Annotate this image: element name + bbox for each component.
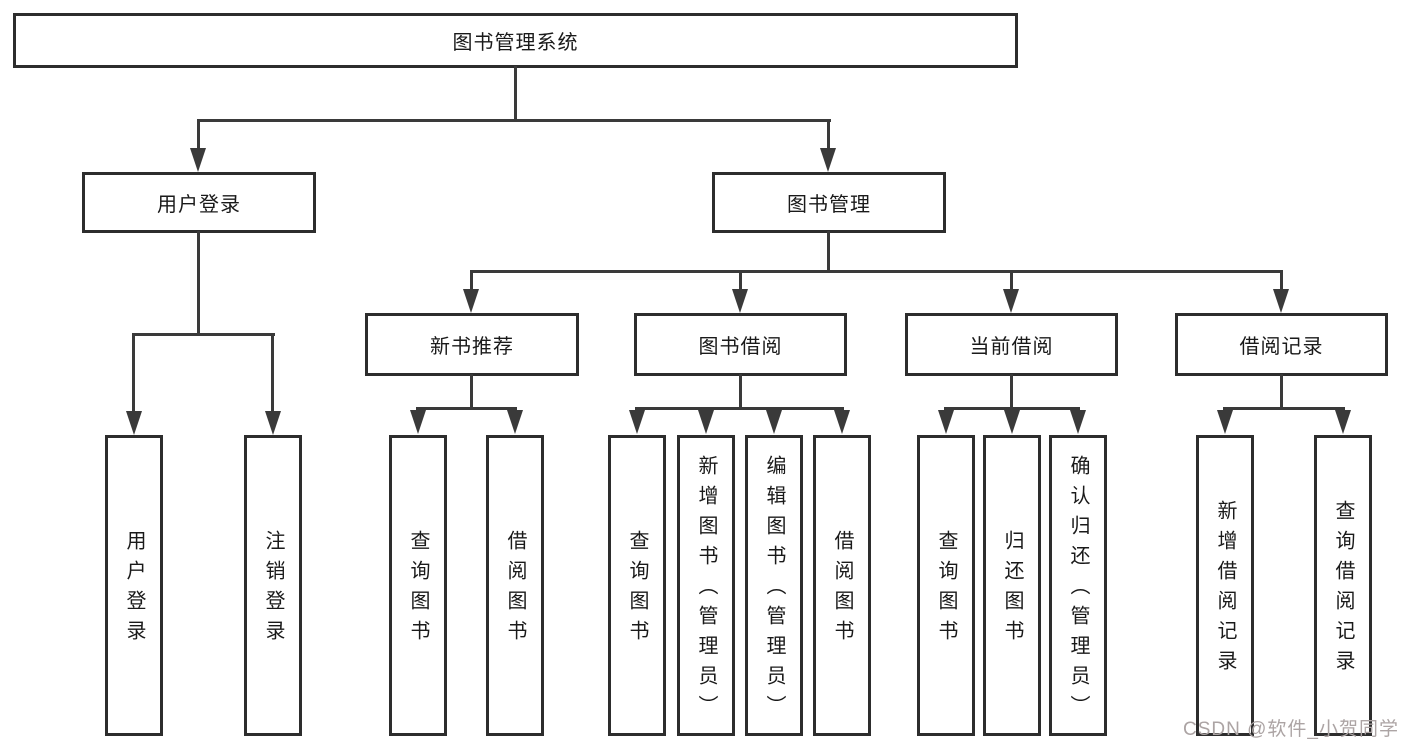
node-leaf-label: 借阅图书 <box>831 529 853 650</box>
connector-mgmt-drop-3 <box>1010 270 1013 291</box>
csdn-watermark: CSDN @软件_小贺同学 <box>1183 719 1399 740</box>
arrow-down-icon <box>463 289 479 313</box>
connector-login-drop-1 <box>132 333 135 413</box>
node-current-borrow-label: 当前借阅 <box>969 336 1054 358</box>
connector-root-drop-right <box>827 119 830 151</box>
arrow-down-icon <box>732 289 748 313</box>
connector-g3-bar <box>1223 407 1345 410</box>
arrow-down-icon <box>938 410 954 434</box>
connector-g2-stem <box>1010 374 1013 410</box>
arrow-down-icon <box>190 148 206 172</box>
node-leaf-query-books-1: 查询图书 <box>389 435 447 736</box>
connector-login-bar <box>132 333 275 336</box>
connector-root-drop-left <box>197 119 200 151</box>
node-root-label: 图书管理系统 <box>452 32 579 54</box>
node-borrow-records-label: 借阅记录 <box>1239 336 1324 358</box>
node-leaf-edit-books-admin: 编辑图书（管理员） <box>745 435 803 736</box>
connector-g3-stem <box>1280 374 1283 410</box>
arrow-down-icon <box>629 410 645 434</box>
node-root: 图书管理系统 <box>13 13 1018 68</box>
node-leaf-user-login: 用户登录 <box>105 435 163 736</box>
connector-g1-stem <box>739 374 742 410</box>
node-user-login: 用户登录 <box>82 172 316 233</box>
node-leaf-return-books: 归还图书 <box>983 435 1041 736</box>
node-borrow-records: 借阅记录 <box>1175 313 1388 376</box>
node-leaf-query-books-2: 查询图书 <box>608 435 666 736</box>
node-current-borrow: 当前借阅 <box>905 313 1118 376</box>
connector-g0-stem <box>470 374 473 410</box>
node-leaf-confirm-return-admin: 确认归还（管理员） <box>1049 435 1107 736</box>
node-leaf-label: 编辑图书（管理员） <box>763 454 785 725</box>
connector-mgmt-drop-4 <box>1280 270 1283 291</box>
node-new-book-recommend: 新书推荐 <box>365 313 579 376</box>
arrow-down-icon <box>1003 289 1019 313</box>
connector-login-drop-2 <box>271 333 274 413</box>
node-leaf-label: 借阅图书 <box>504 529 526 650</box>
arrow-down-icon <box>1335 410 1351 434</box>
node-leaf-label: 查询图书 <box>935 529 957 650</box>
node-leaf-label: 查询图书 <box>626 529 648 650</box>
node-leaf-label: 注销登录 <box>262 529 284 650</box>
arrow-down-icon <box>766 410 782 434</box>
arrow-down-icon <box>1273 289 1289 313</box>
node-book-borrow: 图书借阅 <box>634 313 847 376</box>
connector-mgmt-stem <box>827 231 830 272</box>
arrow-down-icon <box>834 410 850 434</box>
node-leaf-label: 新增借阅记录 <box>1214 499 1236 680</box>
arrow-down-icon <box>265 411 281 435</box>
node-leaf-label: 查询借阅记录 <box>1332 499 1354 680</box>
node-book-management-label: 图书管理 <box>787 194 871 216</box>
connector-root-stem <box>514 66 517 122</box>
arrow-down-icon <box>507 410 523 434</box>
connector-mgmt-drop-1 <box>470 270 473 291</box>
connector-mgmt-drop-2 <box>739 270 742 291</box>
arrow-down-icon <box>126 411 142 435</box>
connector-mgmt-bar <box>470 270 1283 273</box>
node-leaf-label: 查询图书 <box>407 529 429 650</box>
arrow-down-icon <box>820 148 836 172</box>
node-leaf-label: 新增图书（管理员） <box>695 454 717 725</box>
connector-g0-bar <box>416 407 517 410</box>
node-leaf-borrow-books-2: 借阅图书 <box>813 435 871 736</box>
node-book-borrow-label: 图书借阅 <box>698 336 783 358</box>
node-leaf-borrow-books-1: 借阅图书 <box>486 435 544 736</box>
node-leaf-query-books-3: 查询图书 <box>917 435 975 736</box>
node-book-management: 图书管理 <box>712 172 946 233</box>
node-leaf-query-borrow-record: 查询借阅记录 <box>1314 435 1372 736</box>
node-leaf-add-borrow-record: 新增借阅记录 <box>1196 435 1254 736</box>
node-user-login-label: 用户登录 <box>157 194 241 216</box>
connector-g2-bar <box>944 407 1080 410</box>
node-leaf-label: 归还图书 <box>1001 529 1023 650</box>
node-leaf-label: 确认归还（管理员） <box>1067 454 1089 725</box>
node-leaf-logout: 注销登录 <box>244 435 302 736</box>
arrow-down-icon <box>1217 410 1233 434</box>
node-new-book-recommend-label: 新书推荐 <box>430 336 514 358</box>
node-leaf-add-books-admin: 新增图书（管理员） <box>677 435 735 736</box>
connector-root-bar <box>197 119 831 122</box>
connector-g1-bar <box>635 407 844 410</box>
arrow-down-icon <box>410 410 426 434</box>
arrow-down-icon <box>698 410 714 434</box>
arrow-down-icon <box>1070 410 1086 434</box>
connector-login-stem <box>197 231 200 335</box>
node-leaf-label: 用户登录 <box>123 529 145 650</box>
arrow-down-icon <box>1004 410 1020 434</box>
